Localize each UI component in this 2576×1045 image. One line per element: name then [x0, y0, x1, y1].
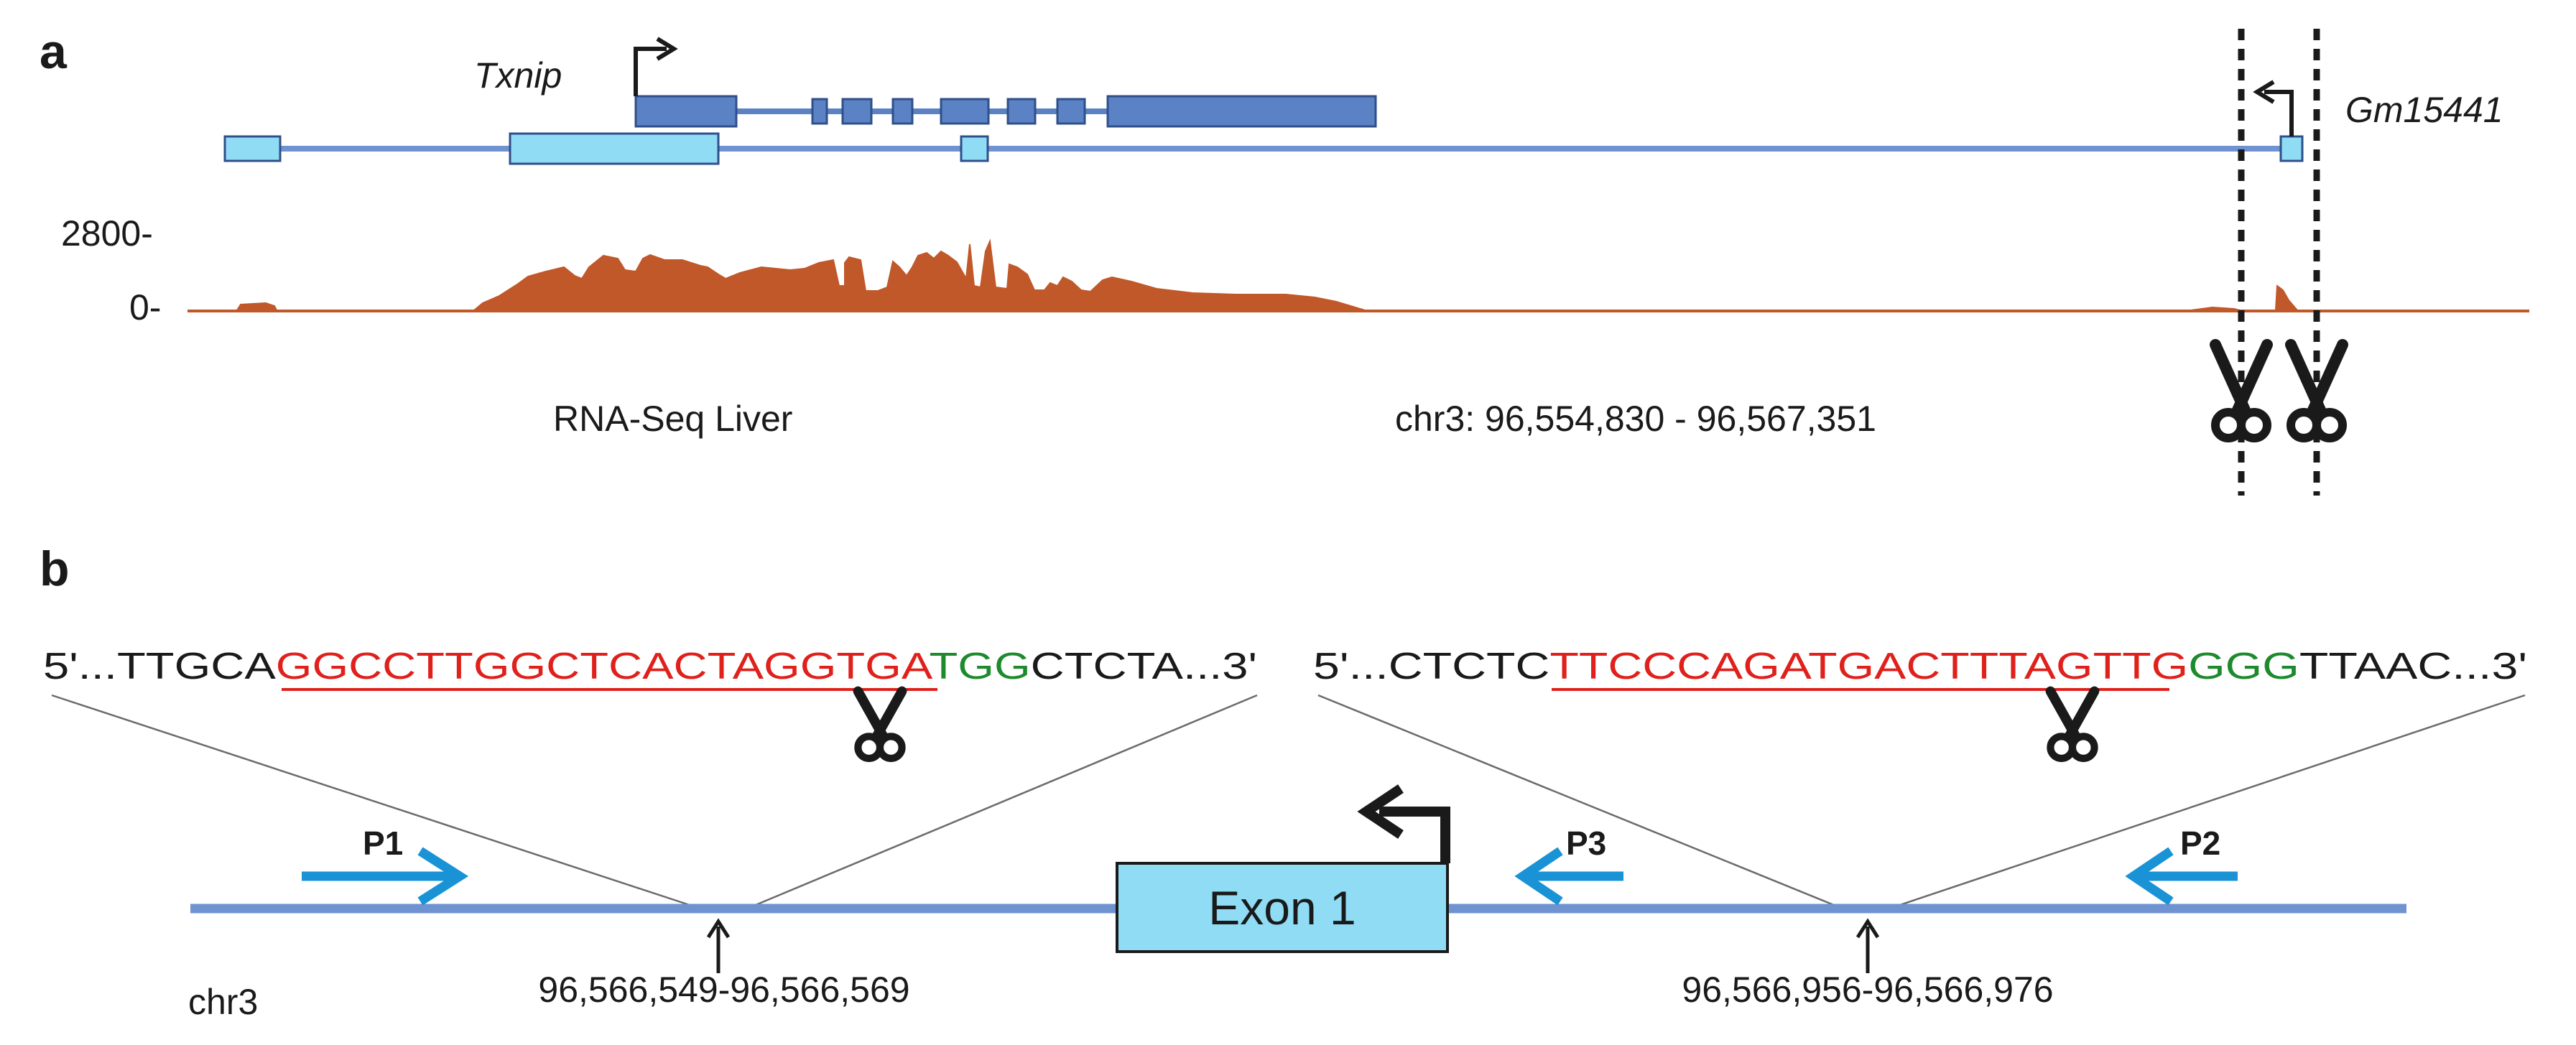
- right-seq-prefix: 5'...CTCTC: [1313, 646, 1549, 687]
- rnaseq-track-label: RNA-Seq Liver: [553, 399, 792, 439]
- gm15441-tss-arrow-icon: [2253, 80, 2294, 136]
- primer-p1-label: P1: [363, 825, 403, 862]
- zoom-lines-left: [51, 694, 1258, 910]
- cut-site-left-coords: 96,566,549-96,566,569: [538, 970, 909, 1010]
- primer-p3-arrow-icon: [1514, 847, 1623, 906]
- left-seq-guide: GGCCTTGGCTCACTAGGTGA: [276, 646, 933, 687]
- scissors-icon: [2285, 339, 2348, 442]
- exon-1-label: Exon 1: [1208, 881, 1356, 934]
- cut-site-right-coords: 96,566,956-96,566,976: [1682, 970, 2053, 1010]
- right-seq-guide: TTCCCAGATGACTTTAGTTG: [1549, 646, 2188, 687]
- right-seq-suffix: TTAAC...3': [2299, 646, 2527, 687]
- txnip-tss-arrow-icon: [634, 37, 678, 96]
- axis-zero-label: 0-: [129, 287, 161, 328]
- genomic-coordinates-label: chr3: 96,554,830 - 96,567,351: [1395, 399, 1876, 439]
- left-seq-suffix: CTCTA...3': [1031, 646, 1257, 687]
- zoom-lines-right: [1317, 694, 2526, 910]
- scissors-icon: [2210, 339, 2273, 442]
- right-seq-pam: GGG: [2188, 646, 2299, 687]
- cut-site-arrow-right-icon: [1855, 918, 1880, 973]
- gm15441-gene-model: [223, 132, 2304, 165]
- left-seq-pam: TGG: [930, 646, 1031, 687]
- exon-1-box: [1116, 862, 1449, 953]
- left-seq-prefix: 5'...TTGCA: [43, 646, 276, 687]
- scissors-icon: [853, 686, 907, 763]
- primer-p3-label: P3: [1566, 825, 1606, 862]
- scissors-icon: [2045, 686, 2100, 763]
- txnip-label: Txnip: [474, 55, 562, 96]
- panel-b-label: b: [40, 542, 70, 596]
- primer-p2-label: P2: [2180, 825, 2220, 862]
- rnaseq-coverage-track: [187, 238, 2529, 312]
- cut-site-arrow-left-icon: [706, 918, 731, 973]
- gm15441-label: Gm15441: [2345, 90, 2503, 130]
- primer-p1-arrow-icon: [302, 847, 469, 906]
- chromosome-label: chr3: [188, 982, 258, 1022]
- panel-a-label: a: [40, 24, 68, 79]
- axis-max-label: 2800-: [61, 213, 153, 254]
- exon-tss-arrow-icon: [1357, 784, 1450, 863]
- primer-p2-arrow-icon: [2125, 847, 2238, 906]
- txnip-gene-model: [634, 95, 1377, 128]
